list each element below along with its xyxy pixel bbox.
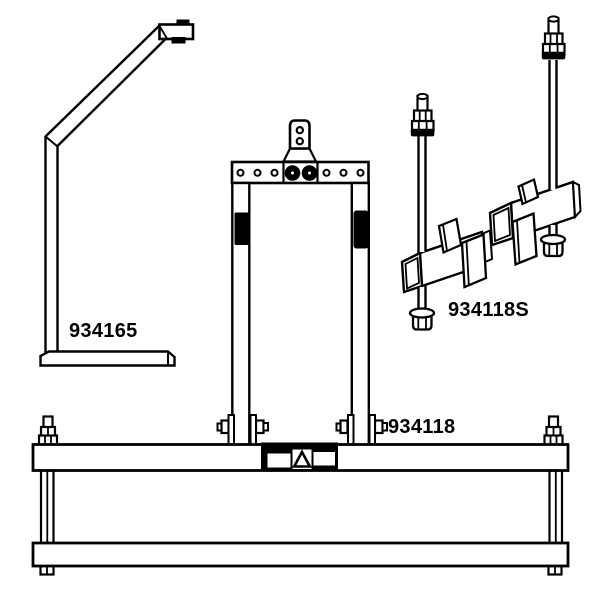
toolbar-bottom-bar <box>31 541 570 568</box>
triangle-mark <box>292 449 312 468</box>
washer-band <box>410 128 435 137</box>
toolbar-base <box>31 415 570 576</box>
post-clamp-block <box>353 210 369 249</box>
part-label-934165: 934165 <box>69 320 138 342</box>
rod-foot <box>39 350 176 367</box>
clamp-fin-large <box>511 211 538 267</box>
stud-left <box>37 415 59 447</box>
washer-band <box>541 51 566 60</box>
clevis-base <box>281 147 318 163</box>
center-hitch-plate <box>261 442 338 470</box>
u-bolt-clamp-left <box>400 92 494 331</box>
part-label-934118s: 934118S <box>448 299 530 321</box>
clamp-fin-small <box>517 177 540 206</box>
cap-top-tab <box>176 19 190 26</box>
clamp-fin-small <box>437 217 463 255</box>
clevis-hole <box>295 125 304 135</box>
rod-end-cap <box>158 23 195 41</box>
stud-right <box>543 415 564 447</box>
mast-frame-934118 <box>216 119 388 453</box>
clevis-hole <box>295 136 304 146</box>
clamp-fin-large <box>460 232 488 289</box>
clevis-tab <box>288 119 311 150</box>
part-label-934118: 934118 <box>388 416 456 438</box>
cap-bottom-tab <box>171 37 186 44</box>
post-clamp-block <box>234 212 249 245</box>
u-bolt-clamp-right <box>488 15 582 267</box>
bent-rod-bracket-934165 <box>39 19 195 367</box>
